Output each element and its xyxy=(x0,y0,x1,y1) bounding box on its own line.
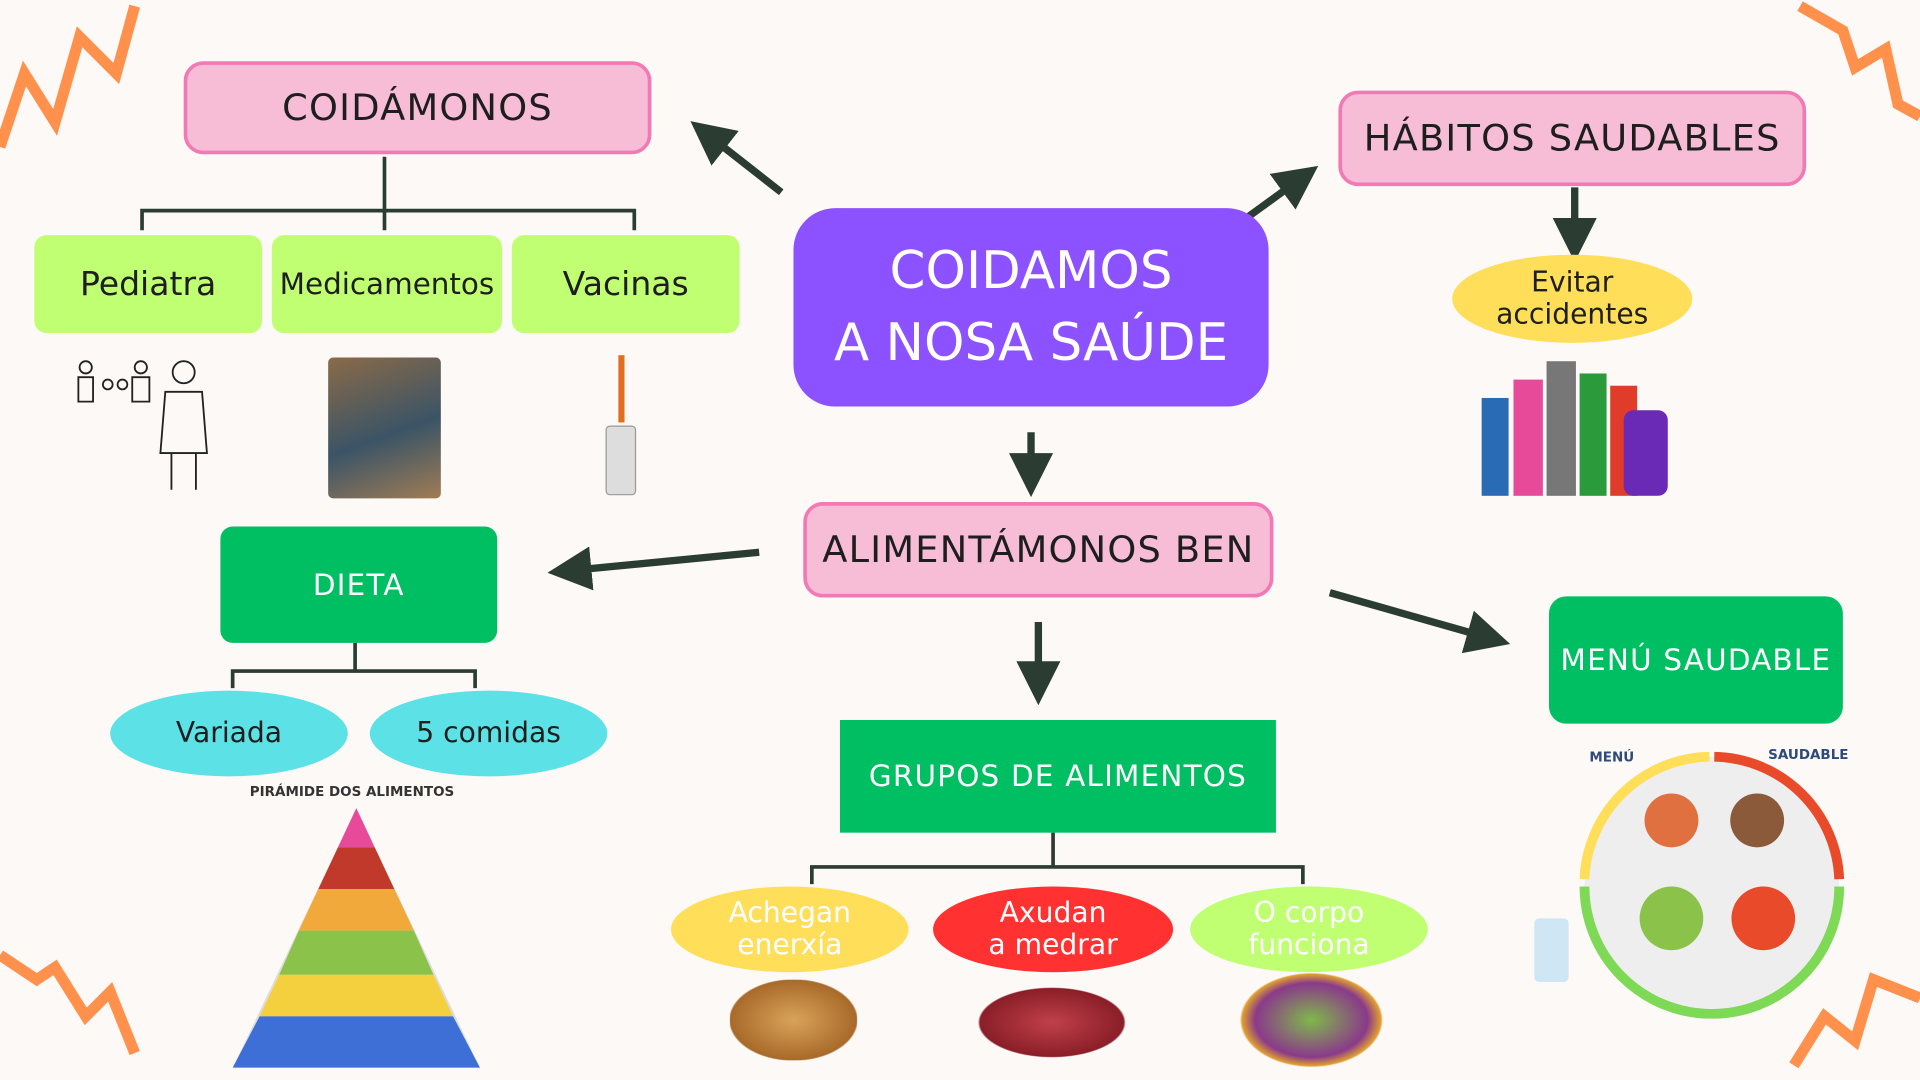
pyramid-label: PIRÁMIDE DOS ALIMENTOS xyxy=(249,783,455,800)
central-title-line1: COIDAMOS xyxy=(889,240,1173,301)
plate-label-right: SAUDABLE xyxy=(1768,746,1849,763)
dieta-node: DIETA xyxy=(220,526,498,643)
grupos-node: GRUPOS DE ALIMENTOS xyxy=(840,720,1276,833)
evitar-accidentes-node: Evitar accidentes xyxy=(1452,254,1693,343)
variada-node: Variada xyxy=(110,690,348,777)
cinco-comidas-node: 5 comidas xyxy=(369,690,608,777)
pediatra-node: Pediatra xyxy=(34,235,263,334)
menu-saudable-node: MENÚ SAUDABLE xyxy=(1548,596,1843,724)
vacinas-node: Vacinas xyxy=(511,235,740,334)
healthy-plate-illustration xyxy=(1525,747,1849,1019)
evitar-line2: accidentes xyxy=(1496,298,1649,331)
achegan-line2: enerxía xyxy=(737,929,843,962)
cleaning-products-photo xyxy=(1479,349,1669,496)
alimentamonos-node: ALIMENTÁMONOS BEN xyxy=(803,502,1274,598)
meat-photo xyxy=(977,986,1127,1058)
corpo-line2: funciona xyxy=(1248,929,1370,962)
vegetables-photo xyxy=(1239,972,1384,1068)
food-pyramid-illustration xyxy=(232,808,481,1068)
plate-label-left: MENÚ xyxy=(1589,749,1635,766)
habitos-node: HÁBITOS SAUDABLES xyxy=(1338,90,1807,187)
coidamonos-node: COIDÁMONOS xyxy=(183,61,652,155)
corpo-line1: O corpo xyxy=(1253,897,1365,929)
vaccine-vial-photo xyxy=(602,355,639,497)
axudan-line2: a medrar xyxy=(988,929,1118,962)
bread-basket-photo xyxy=(729,979,858,1061)
family-doctor-illustration xyxy=(73,358,214,495)
central-title-line2: A NOSA SAÚDE xyxy=(833,312,1229,373)
central-node: COIDAMOS A NOSA SAÚDE xyxy=(793,208,1269,407)
achegan-line1: Achegan xyxy=(728,897,852,929)
sick-child-photo xyxy=(328,357,441,499)
evitar-line1: Evitar xyxy=(1531,266,1614,299)
axudan-line1: Axudan xyxy=(999,897,1107,929)
medicamentos-node: Medicamentos xyxy=(271,235,503,334)
